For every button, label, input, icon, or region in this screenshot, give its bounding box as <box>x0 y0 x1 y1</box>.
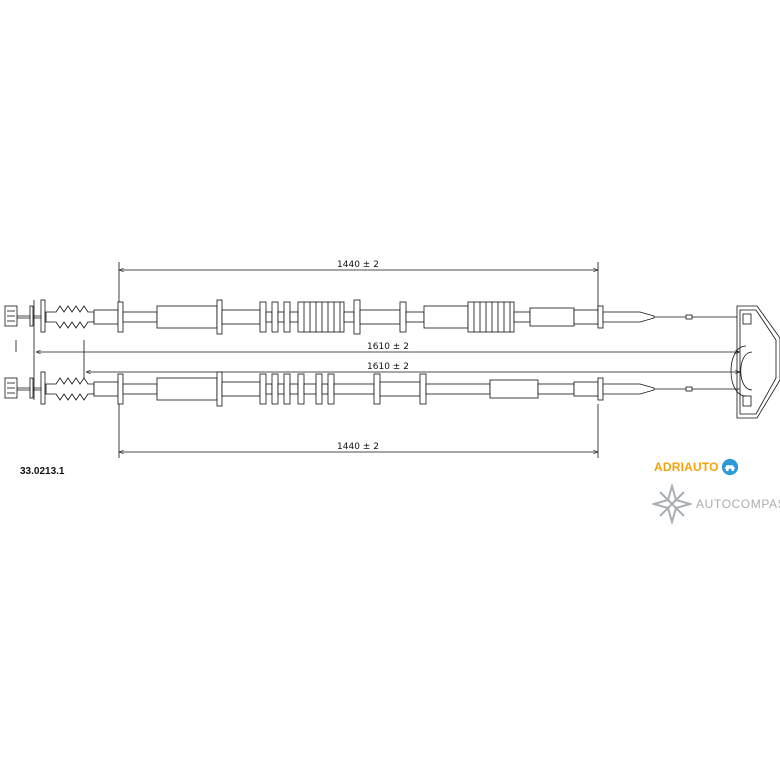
dimension-full-1610-lower-label: 1610 ± 2 <box>367 362 409 372</box>
car-in-circle-icon <box>721 458 738 476</box>
dimension-bottom-1440: 1440 ± 2 <box>118 404 599 458</box>
bottom-bellows-boot <box>45 377 95 401</box>
autocompas-logo: AUTOCOMPAS <box>652 484 780 524</box>
dimension-full-1610-lower: 1610 ± 2 <box>83 340 740 380</box>
adriauto-logo: ADRIAUTO <box>654 458 739 476</box>
compass-star-icon <box>652 484 692 524</box>
autocompas-logo-text: AUTOCOMPAS <box>696 497 780 511</box>
dimension-top-1440-label: 1440 ± 2 <box>337 260 379 270</box>
top-ribbed-grommet-2 <box>467 301 515 333</box>
top-ribbed-grommet-1 <box>297 301 345 333</box>
bottom-cable-assembly <box>4 371 740 407</box>
dimension-bottom-1440-label: 1440 ± 2 <box>337 442 379 452</box>
top-bellows-boot <box>45 305 95 329</box>
part-number: 33.0213.1 <box>20 466 65 477</box>
bottom-bracket <box>40 371 46 405</box>
dimension-full-1610-upper-label: 1610 ± 2 <box>367 342 409 352</box>
right-equalizer-bracket <box>730 305 780 419</box>
top-bracket <box>40 299 46 333</box>
adriauto-logo-text: ADRIAUTO <box>654 460 719 474</box>
top-cable-assembly <box>4 299 740 335</box>
dimension-full-1610-upper: 1610 ± 2 <box>33 300 740 400</box>
